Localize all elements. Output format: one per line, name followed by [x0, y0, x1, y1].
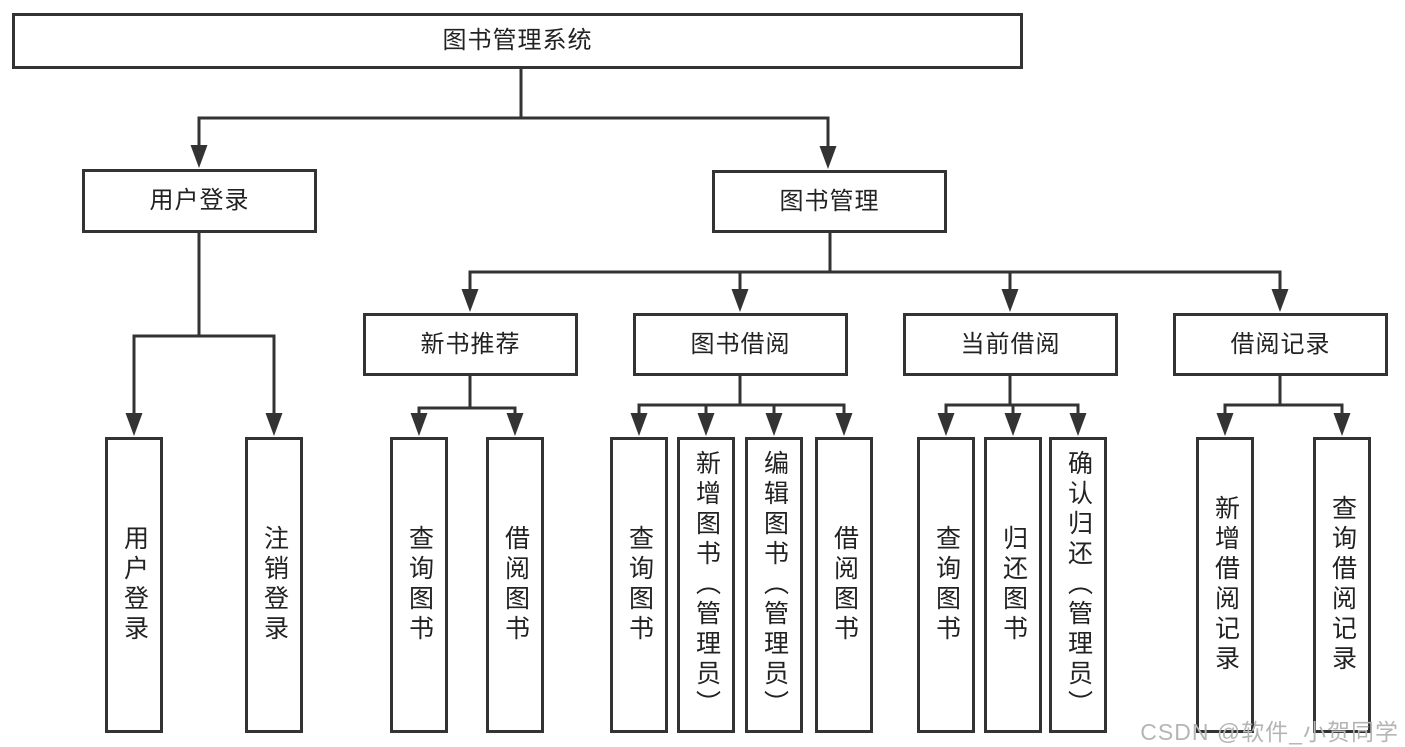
node-current-borrowing: 当前借阅 — [903, 313, 1118, 376]
node-book-management: 图书管理 — [712, 170, 947, 233]
leaf-query-borrow-record: 查询借阅记录 — [1313, 437, 1371, 733]
node-library-management-system: 图书管理系统 — [12, 13, 1023, 69]
leaf-return-books: 归还图书 — [984, 437, 1042, 733]
leaf-query-books-current: 查询图书 — [917, 437, 975, 733]
watermark-text: CSDN @软件_小贺同学 — [1140, 719, 1399, 745]
leaf-borrow-books-borrowing: 借阅图书 — [815, 437, 873, 733]
leaf-query-books-borrowing: 查询图书 — [610, 437, 668, 733]
leaf-confirm-return-admin: 确认归还（管理员） — [1049, 437, 1107, 733]
leaf-borrow-books-recommend: 借阅图书 — [486, 437, 544, 733]
node-book-borrowing: 图书借阅 — [633, 313, 848, 376]
leaf-edit-book-admin: 编辑图书（管理员） — [745, 437, 803, 733]
leaf-add-book-admin: 新增图书（管理员） — [677, 437, 735, 733]
leaf-logout: 注销登录 — [245, 437, 303, 733]
leaf-user-login: 用户登录 — [105, 437, 163, 733]
leaf-add-borrow-record: 新增借阅记录 — [1196, 437, 1254, 733]
node-borrowing-records: 借阅记录 — [1173, 313, 1388, 376]
arrowheads — [125, 145, 1351, 436]
node-new-book-recommend: 新书推荐 — [363, 313, 578, 376]
leaf-query-books-recommend: 查询图书 — [390, 437, 448, 733]
node-user-login: 用户登录 — [82, 169, 317, 233]
